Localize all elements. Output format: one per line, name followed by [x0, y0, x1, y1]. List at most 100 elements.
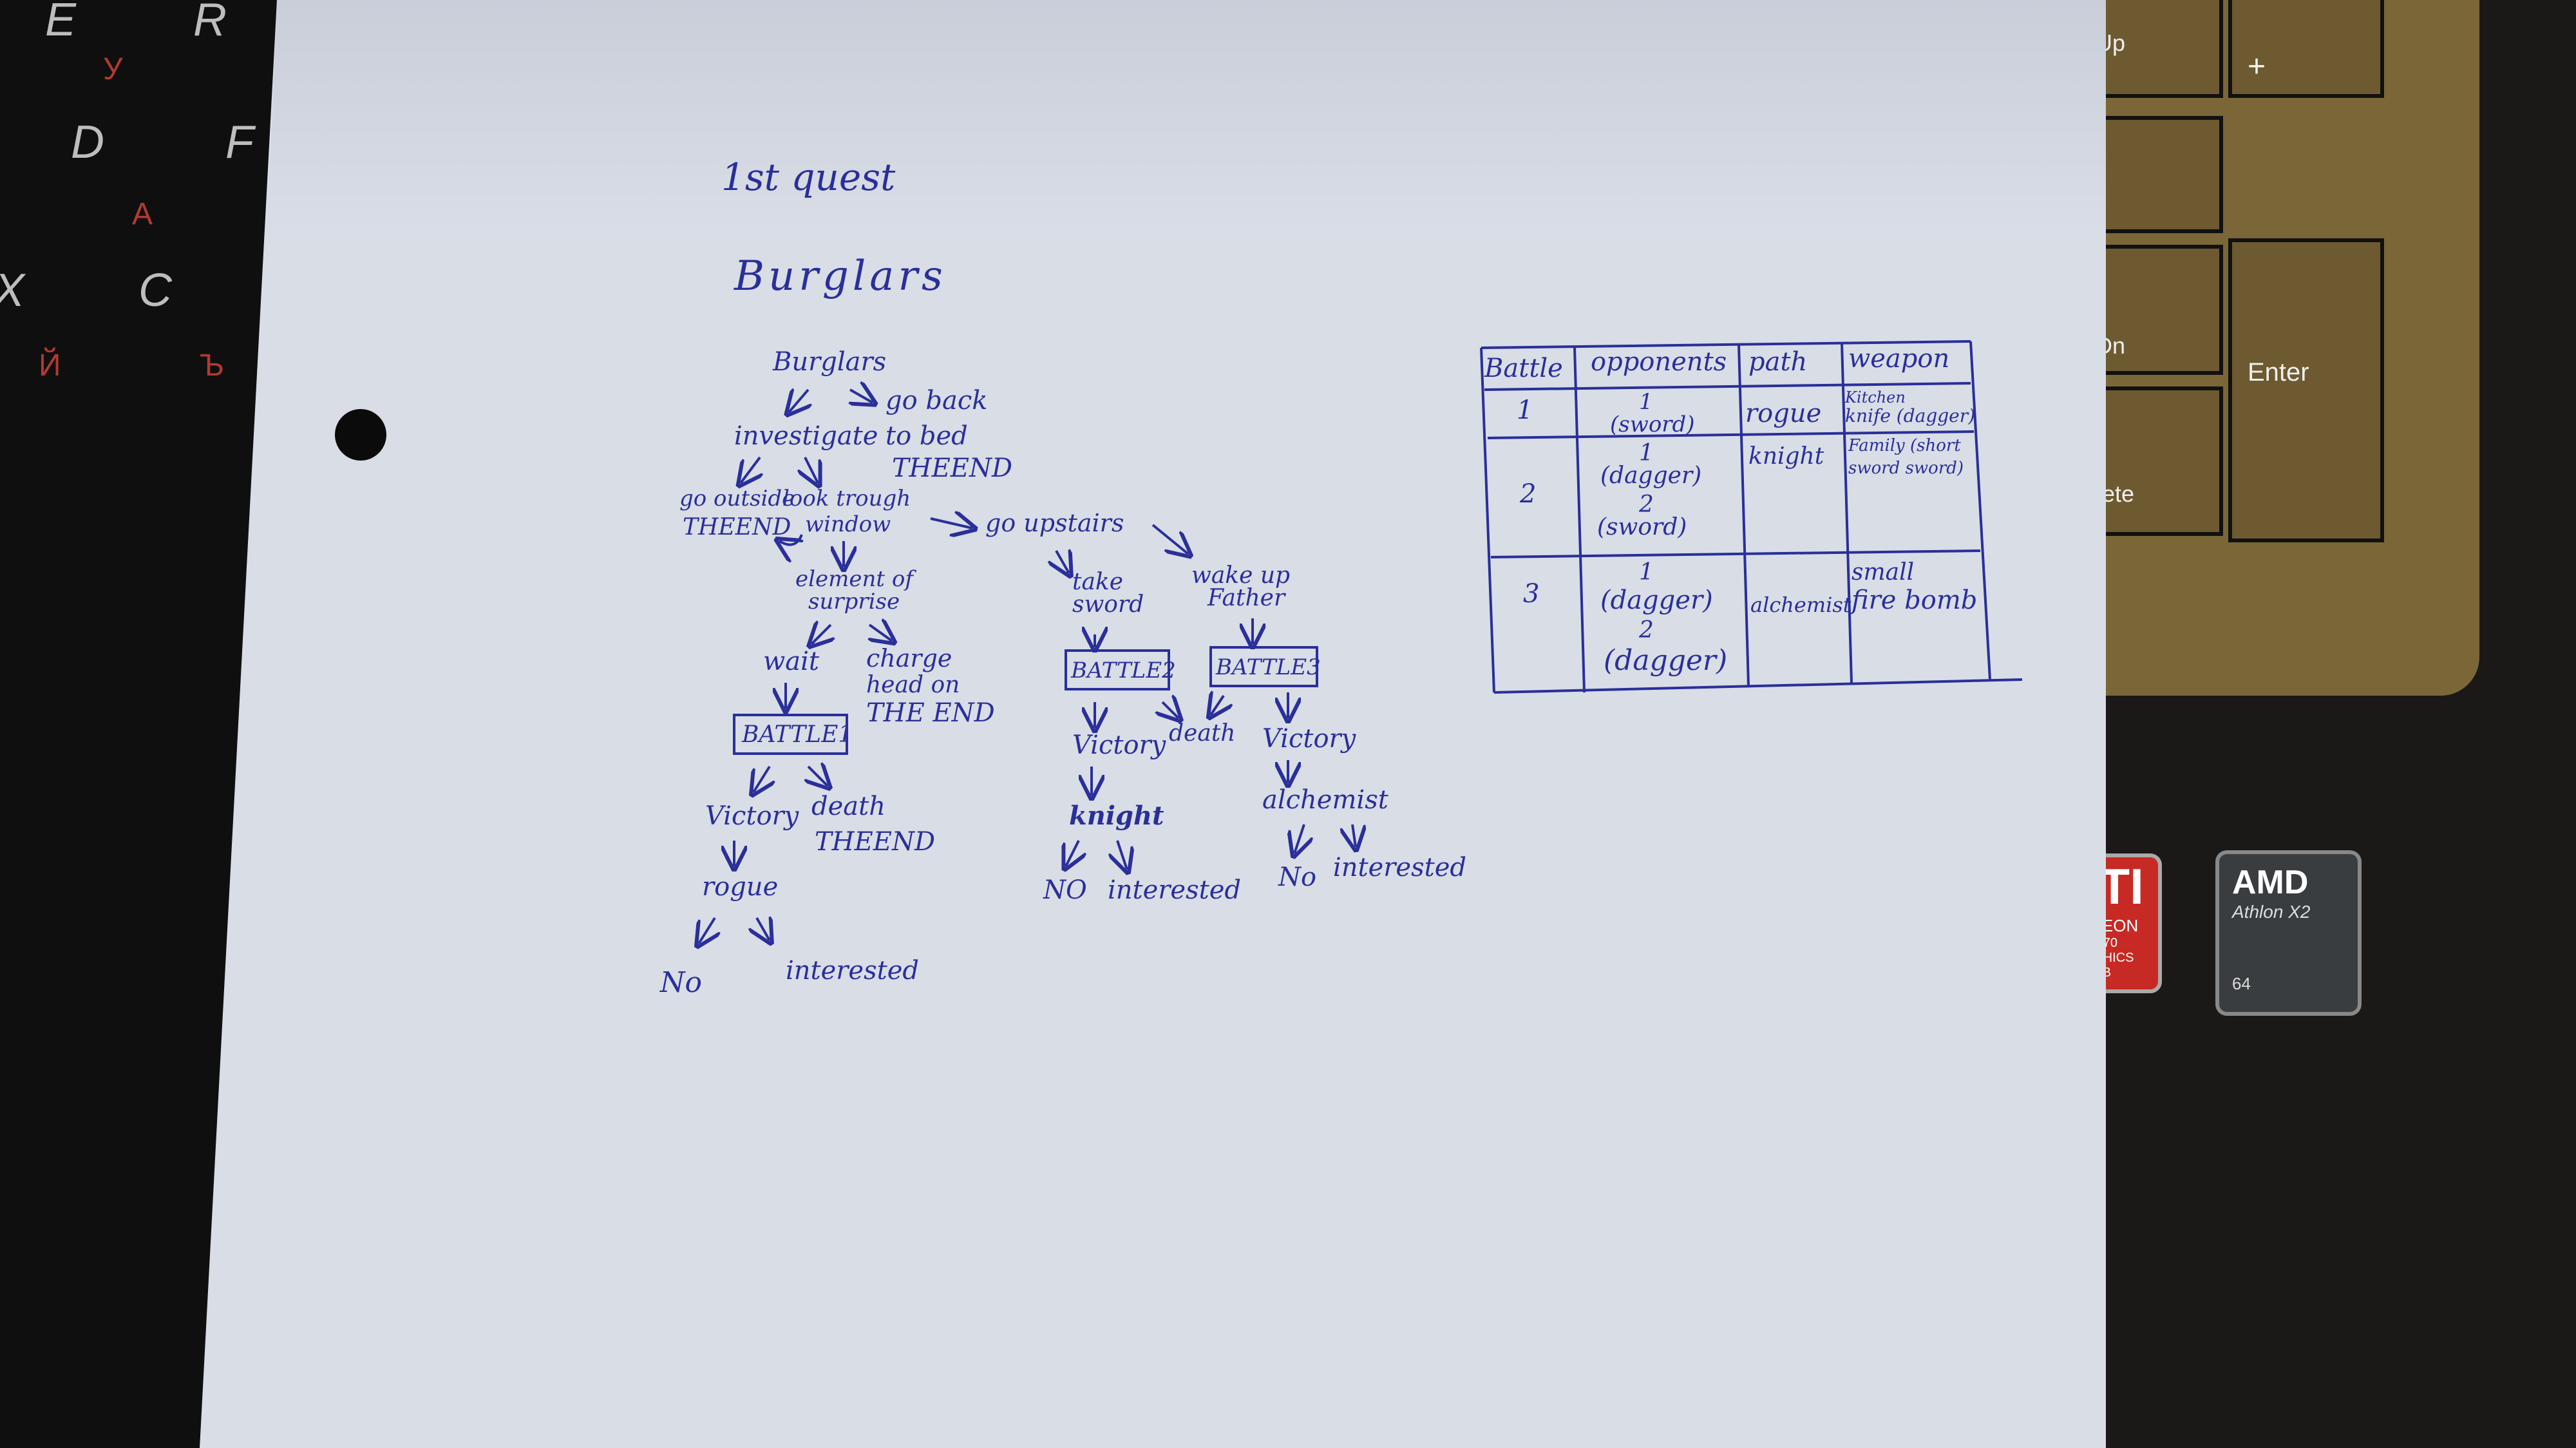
handwritten-text: 3 — [1523, 579, 1539, 609]
node-no3: No — [1278, 862, 1316, 892]
node-window: window — [805, 511, 891, 537]
node-surprise: surprise — [808, 589, 900, 614]
node-victory3: Victory — [1262, 724, 1357, 754]
node-wait: wait — [763, 647, 820, 676]
node-to-bed: to bed — [886, 421, 968, 451]
node-battle1: BATTLE1 — [741, 721, 853, 748]
node-knight: knight — [1069, 801, 1164, 831]
handwritten-text: 1 — [1639, 559, 1654, 586]
ink-stroke — [1151, 524, 1188, 554]
ink-stroke — [1484, 382, 1971, 391]
node-investigate: investigate — [734, 421, 878, 451]
ink-stroke — [753, 765, 770, 792]
node-father: Father — [1207, 585, 1286, 611]
node-interested3: interested — [1333, 853, 1466, 882]
quest-heading: 1st quest — [721, 155, 896, 199]
node-go-upstairs: go upstairs — [985, 509, 1124, 537]
handwritten-text: Kitchen — [1844, 388, 1906, 406]
ink-stroke — [850, 390, 873, 403]
ink-stroke — [1841, 342, 1853, 683]
flowchart: Burglars go back to bed THEEND investiga… — [659, 347, 1466, 999]
ink-stroke — [1490, 549, 1981, 558]
node-the-end-outside: THEEND — [683, 514, 791, 540]
node-no2: NO — [1043, 875, 1087, 905]
node-wake-up: wake up — [1191, 562, 1290, 589]
node-element-of: element of — [795, 566, 916, 592]
ink-stroke — [1162, 702, 1179, 718]
key-plus: + — [2228, 0, 2384, 98]
handwritten-text: rogue — [1745, 399, 1821, 428]
ink-stroke — [1066, 840, 1079, 866]
node-head-on: head on — [866, 672, 960, 698]
ink-stroke — [930, 519, 972, 528]
table-header: weapon — [1848, 344, 1949, 374]
table-row: 1 1 (sword) rogue Kitchen knife (dagger) — [1517, 388, 1975, 437]
ink-stroke — [789, 390, 808, 412]
node-alchemist: alchemist — [1262, 785, 1389, 815]
key-letter: D — [71, 117, 104, 168]
key-letter: R — [193, 0, 227, 46]
ink-stroke — [779, 534, 802, 545]
handwritten-text: (dagger) — [1600, 462, 1701, 489]
key-cyrillic: Й — [39, 348, 61, 383]
node-sword: sword — [1072, 591, 1144, 618]
node-look-through: look trough — [782, 486, 911, 511]
handwritten-text: small — [1852, 559, 1914, 586]
ink-stroke — [1487, 430, 1975, 439]
node-go-outside: go outside — [679, 486, 795, 511]
node-interested2: interested — [1108, 875, 1241, 905]
table-header: opponents — [1591, 347, 1727, 377]
battle-table: Battle opponents path weapon 1 1 (sword)… — [1480, 340, 2023, 694]
node-go-back: go back — [886, 386, 988, 415]
table-row: 2 1 (dagger) 2 (sword) knight Family (sh… — [1519, 436, 1964, 540]
node-death2: death — [1169, 720, 1235, 747]
key-cyrillic: Ъ — [200, 348, 224, 383]
node-take: take — [1072, 569, 1123, 595]
ink-stroke — [811, 625, 831, 644]
ink-stroke — [1573, 346, 1586, 693]
handwritten-text: (sword) — [1597, 514, 1687, 540]
handwritten-text: alchemist — [1750, 593, 1852, 617]
handwritten-text: 1 — [1639, 440, 1654, 466]
ink-stroke — [869, 625, 892, 641]
node-the-end-death: THEEND — [815, 827, 935, 857]
ink-stroke — [1493, 678, 2023, 694]
flowchart-arrows — [699, 390, 1356, 944]
key-letter: E — [45, 0, 77, 46]
node-the-end-charge: THE END — [866, 698, 995, 728]
node-charge: charge — [866, 644, 952, 672]
ink-stroke — [699, 917, 715, 944]
handwritten-text: knife (dagger) — [1845, 405, 1975, 426]
key-letter: X — [0, 264, 24, 317]
table-header: path — [1748, 347, 1807, 377]
handwritten-text: (sword) — [1610, 412, 1695, 437]
node-victory1: Victory — [705, 801, 800, 831]
paper-fold-shadow — [267, 0, 2106, 232]
ink-stroke — [1211, 696, 1224, 715]
key-enter: Enter — [2228, 238, 2384, 542]
ink-stroke — [808, 767, 828, 786]
battle2-box — [1065, 649, 1170, 691]
ink-stroke — [741, 456, 760, 483]
ink-stroke — [1480, 347, 1495, 693]
ink-stroke — [757, 918, 770, 940]
handwritten-text: knight — [1748, 443, 1824, 470]
battle1-box — [733, 714, 848, 755]
paper-sheet — [200, 0, 2106, 1448]
key-cyrillic: А — [132, 197, 153, 231]
punch-hole — [335, 409, 386, 461]
handwritten-text: (dagger) — [1604, 644, 1727, 677]
table-grid — [1480, 340, 2023, 694]
key-letter: F — [225, 117, 254, 168]
node-battle3: BATTLE3 — [1215, 654, 1321, 680]
node-death1: death — [811, 792, 886, 821]
node-rogue: rogue — [702, 872, 778, 902]
ink-stroke — [1481, 340, 1971, 349]
table-row: 3 1 (dagger) 2 (dagger) alchemist small … — [1523, 559, 1977, 677]
node-interested1: interested — [786, 956, 919, 986]
ink-stroke: Battle opponents path weapon — [1484, 344, 1949, 383]
ink-stroke — [1352, 824, 1356, 847]
node-no1: No — [659, 966, 702, 999]
key-cyrillic: У — [103, 52, 123, 86]
